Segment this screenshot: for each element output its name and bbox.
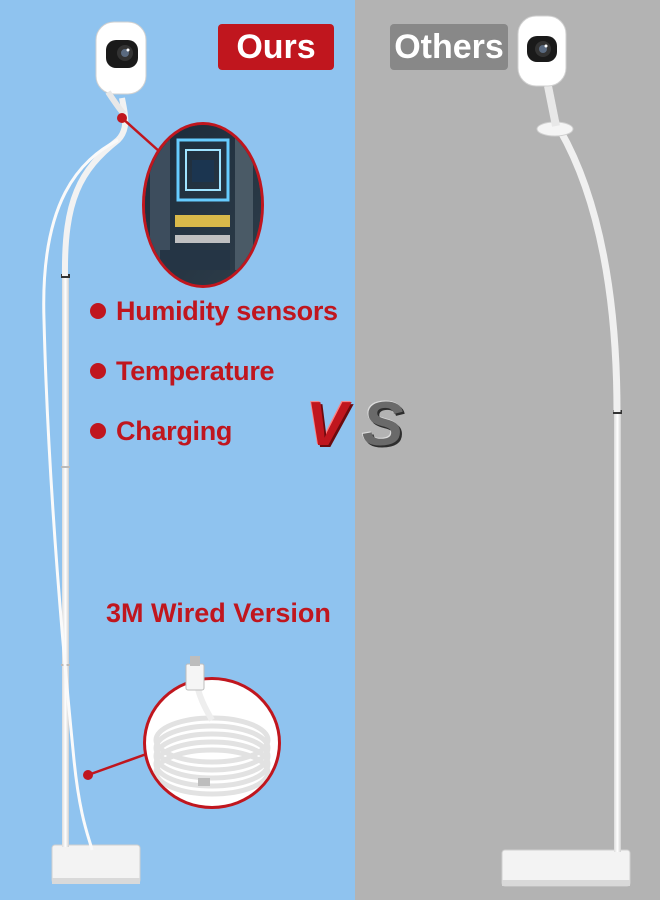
- others-panel: [355, 0, 660, 900]
- usb-cable-icon: [143, 656, 281, 809]
- ours-badge: Ours: [218, 24, 334, 70]
- feature-label: Charging: [116, 415, 233, 446]
- bullet-dot-icon: [90, 303, 106, 319]
- wired-version-title: 3M Wired Version: [106, 598, 331, 628]
- feature-label: Temperature: [116, 355, 275, 386]
- feature-label: Humidity sensors: [116, 295, 338, 326]
- others-stand: [501, 15, 631, 887]
- feature-temperature: Temperature: [90, 351, 275, 391]
- feature-charging: Charging: [90, 411, 232, 451]
- circuit-board-icon: [142, 122, 264, 288]
- ours-stand: [42, 21, 161, 884]
- vs-letter-s: S: [362, 390, 404, 459]
- vs-letter-v: V: [306, 390, 348, 459]
- others-camera: [517, 15, 567, 127]
- others-badge: Others: [390, 24, 508, 70]
- bullet-dot-icon: [90, 363, 106, 379]
- bullet-dot-icon: [90, 423, 106, 439]
- feature-humidity: Humidity sensors: [90, 291, 338, 331]
